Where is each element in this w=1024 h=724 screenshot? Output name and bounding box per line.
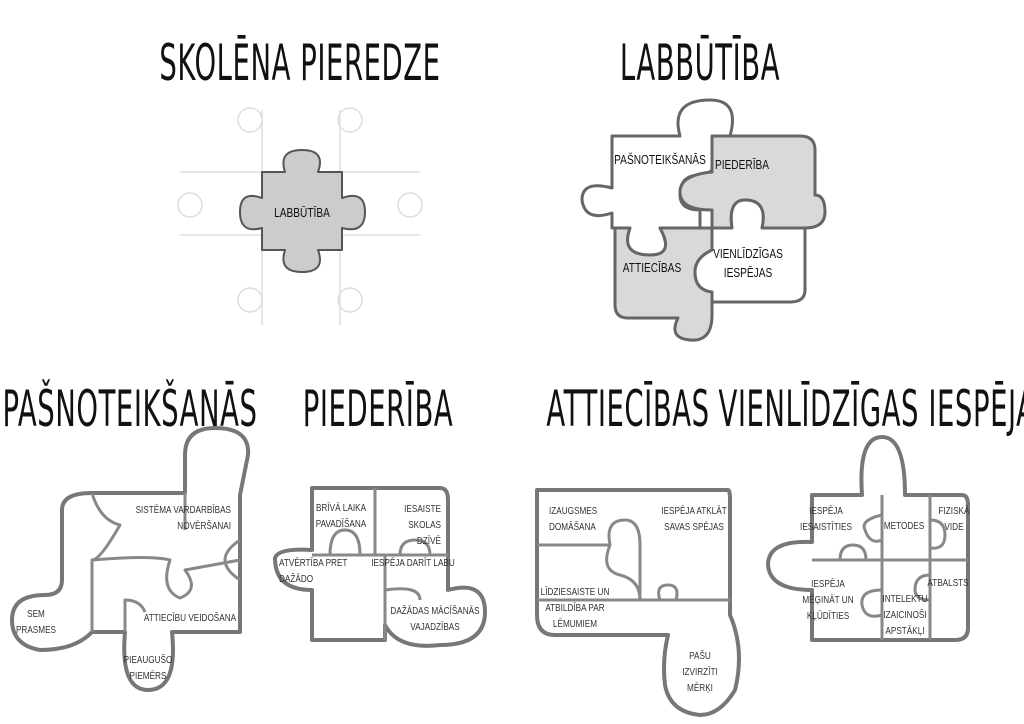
piece-equal-opportunities (693, 198, 807, 304)
center-piece-label: LABBŪTĪBA (274, 205, 330, 220)
title-belonging: PIEDERĪBA (302, 380, 454, 438)
piece-relationship-building: ATTIECĪBU VEIDOŠANA (143, 612, 237, 624)
label-belonging: PIEDERĪBA (714, 157, 770, 172)
title-student-experience: SKOLĒNA PIEREDZE (159, 34, 441, 92)
piece-opportunity-to-do-good: IESPĒJA DARĪT LABU (371, 557, 455, 569)
piece-support: ATBALSTS (927, 577, 969, 589)
puzzle-belonging-outline (273, 486, 487, 648)
center-piece (239, 149, 366, 273)
piece-methods: METODES (883, 520, 925, 532)
title-wellbeing: LABBŪTĪBA (619, 34, 781, 92)
title-self-determination: PAŠNOTEIKŠANĀS (2, 380, 258, 438)
title-relationships: ATTIECĪBAS (546, 380, 710, 438)
label-relationships: ATTIECĪBAS (622, 260, 682, 275)
label-self-determination: PAŠNOTEIKŠANĀS (614, 152, 706, 167)
title-equal-opportunities: VIENLĪDZĪGAS IESPĒJAS (718, 380, 1024, 438)
piece-self-determination (580, 98, 734, 257)
